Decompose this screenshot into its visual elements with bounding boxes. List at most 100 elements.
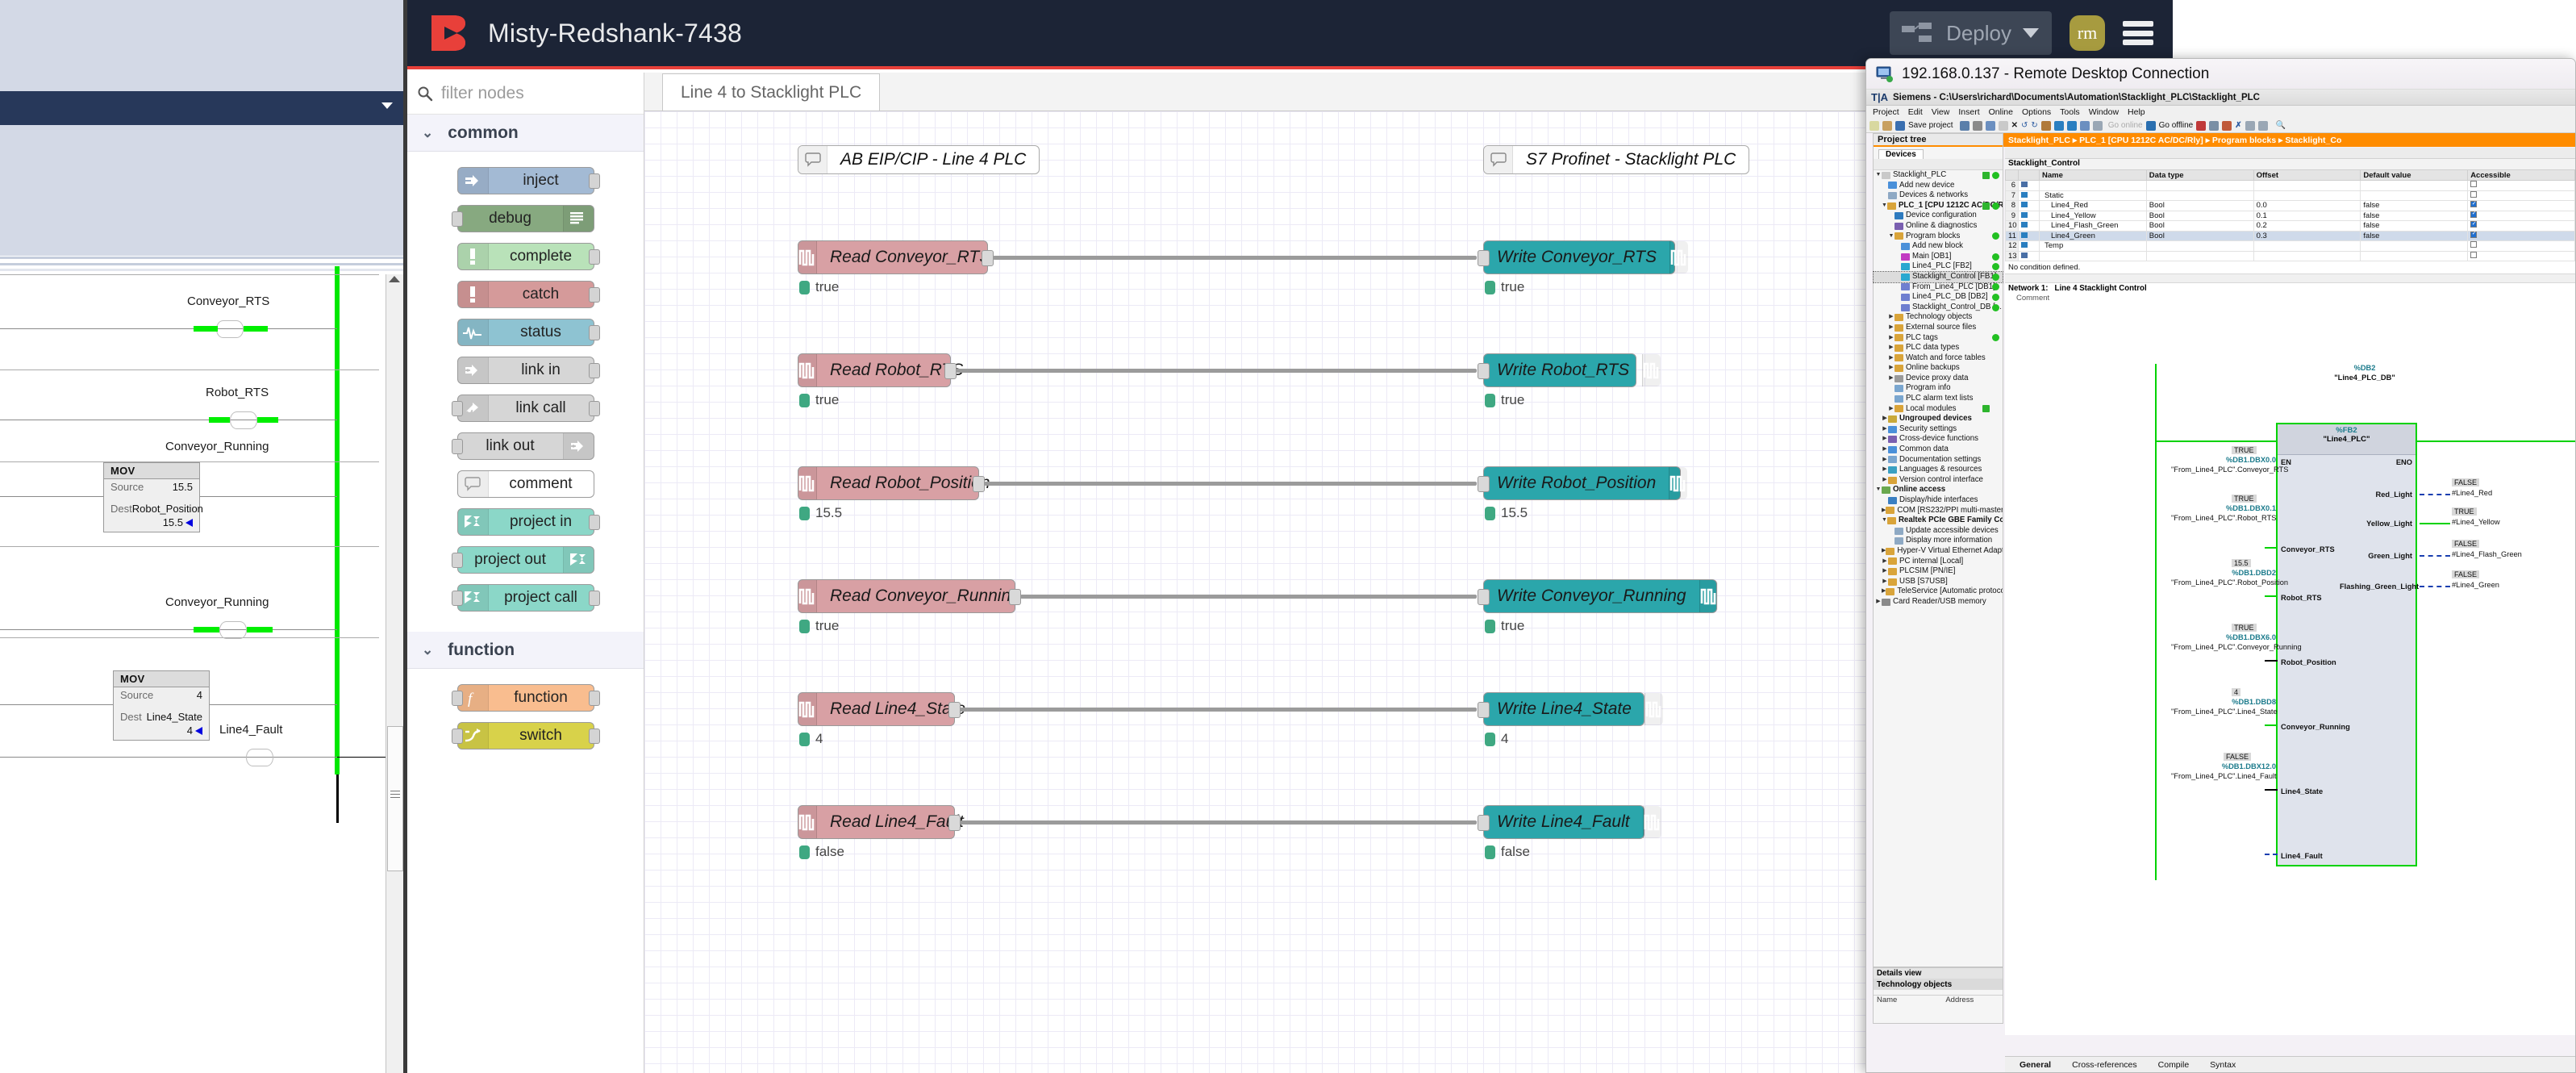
- node-input-port[interactable]: [451, 439, 463, 454]
- table-row[interactable]: 13: [2005, 250, 2575, 261]
- cell-name[interactable]: [2039, 250, 2147, 261]
- project-tree-tabs[interactable]: Devices: [1874, 147, 2003, 159]
- read-node[interactable]: Read Line4_Fault: [798, 805, 964, 839]
- cell-accessible[interactable]: [2467, 190, 2575, 201]
- write-node[interactable]: Write Line4_Fault: [1478, 805, 1661, 839]
- palette-node-switch[interactable]: switch: [451, 722, 600, 749]
- tree-expander-icon[interactable]: ▼: [1882, 517, 1887, 524]
- node-input-port[interactable]: [1478, 476, 1490, 492]
- node-input-port[interactable]: [451, 729, 463, 744]
- tree-expander-icon[interactable]: ▶: [1889, 374, 1894, 381]
- new-project-icon[interactable]: [1869, 120, 1879, 131]
- flow-link[interactable]: [993, 256, 1477, 260]
- cell-default[interactable]: [2360, 250, 2469, 261]
- diagnostics-icon[interactable]: [2196, 120, 2207, 131]
- palette-category-function[interactable]: ⌄function: [407, 632, 644, 669]
- write-node[interactable]: Write Robot_Position: [1478, 466, 1688, 500]
- tree-item[interactable]: ▶PLC tags: [1874, 333, 2003, 344]
- block-editor-toolbar[interactable]: [2005, 148, 2575, 159]
- node-input-port[interactable]: [1478, 815, 1490, 831]
- scroll-up-arrow-icon[interactable]: [389, 276, 400, 282]
- node-output-port[interactable]: [944, 363, 957, 379]
- cell-datatype[interactable]: [2145, 240, 2254, 252]
- menu-options[interactable]: Options: [2021, 107, 2052, 117]
- hamburger-menu-icon[interactable]: [2123, 21, 2153, 45]
- comment-node-left[interactable]: AB EIP/CIP - Line 4 PLC: [798, 145, 1040, 174]
- col-offset[interactable]: Offset: [2253, 169, 2361, 181]
- cell-accessible[interactable]: [2467, 250, 2575, 261]
- tree-item[interactable]: ▶Technology objects: [1874, 312, 2003, 323]
- tree-item[interactable]: Update accessible devices: [1874, 526, 2003, 536]
- tab-devices[interactable]: Devices: [1878, 149, 1924, 159]
- table-row[interactable]: 6: [2005, 180, 2575, 191]
- status-tab-general[interactable]: General: [2020, 1059, 2052, 1070]
- col-accessible[interactable]: Accessible: [2467, 169, 2575, 181]
- tree-item[interactable]: ▶PLC data types: [1874, 343, 2003, 353]
- tab-line4-to-stacklight-plc[interactable]: Line 4 to Stacklight PLC: [662, 73, 881, 111]
- read-node[interactable]: Read Line4_State: [798, 692, 965, 726]
- tree-expander-icon[interactable]: ▶: [1882, 476, 1887, 482]
- node-output-port[interactable]: [1009, 589, 1021, 605]
- tree-item[interactable]: Stacklight_Control_DB [...: [1874, 303, 2003, 313]
- redo-icon[interactable]: ↻: [2031, 121, 2038, 130]
- cell-default[interactable]: [2360, 190, 2469, 201]
- tree-item[interactable]: PLC alarm text lists: [1874, 394, 2003, 404]
- node-input-port[interactable]: [451, 691, 463, 706]
- tree-item[interactable]: From_Line4_PLC [DB1]: [1874, 282, 2003, 293]
- coil-icon[interactable]: [219, 621, 247, 639]
- palette-node-link-in[interactable]: link in: [456, 357, 600, 384]
- simulation-icon[interactable]: [2079, 120, 2090, 131]
- open-project-icon[interactable]: [1882, 120, 1892, 131]
- delete-icon[interactable]: ✕: [2011, 121, 2018, 130]
- start-rt-icon[interactable]: [2092, 120, 2103, 131]
- ladder-scrollbar[interactable]: [386, 274, 403, 1073]
- coil-icon[interactable]: [216, 320, 244, 338]
- node-input-port[interactable]: [451, 553, 463, 568]
- cell-accessible[interactable]: [2467, 220, 2575, 232]
- palette-node-project-in[interactable]: project in: [456, 508, 600, 536]
- tree-item[interactable]: Add new device: [1874, 181, 2003, 191]
- tree-expander-icon[interactable]: ▶: [1882, 507, 1886, 513]
- cell-name[interactable]: Static: [2039, 190, 2147, 201]
- node-output-port[interactable]: [588, 363, 600, 378]
- palette-node-status[interactable]: status: [456, 319, 600, 346]
- palette-node-catch[interactable]: catch: [456, 281, 600, 308]
- palette-category-common[interactable]: ⌄common: [407, 115, 644, 152]
- tree-item[interactable]: ▼Program blocks: [1874, 232, 2003, 242]
- tree-item[interactable]: Line4_PLC [FB2]: [1874, 261, 2003, 272]
- tree-item[interactable]: ▶PLCSIM [PN/IE]: [1874, 566, 2003, 577]
- undo-icon[interactable]: ↺: [2020, 121, 2028, 130]
- col-name[interactable]: Name: [2039, 169, 2147, 181]
- ladder-logic-canvas[interactable]: Conveyor_RTS Robot_RTS MOV Source 15.5 D…: [0, 266, 403, 1073]
- node-output-port[interactable]: [588, 515, 600, 530]
- tree-item[interactable]: ▼PLC_1 [CPU 1212C AC/DC/Rly]: [1874, 201, 2003, 211]
- tree-item[interactable]: ▶Version control interface: [1874, 475, 2003, 486]
- tree-expander-icon[interactable]: ▶: [1889, 365, 1894, 371]
- print-icon[interactable]: [1959, 120, 1970, 131]
- cell-default[interactable]: [2360, 180, 2469, 191]
- go-offline-label[interactable]: Go offline: [2158, 121, 2194, 130]
- tree-expander-icon[interactable]: ▶: [1882, 578, 1887, 584]
- tree-expander-icon[interactable]: ▶: [1882, 456, 1887, 462]
- node-output-port[interactable]: [588, 287, 600, 303]
- node-input-port[interactable]: [1478, 250, 1490, 266]
- layout2-icon[interactable]: [2222, 120, 2232, 131]
- mov-instruction-block[interactable]: MOV Source 4 Dest Line4_State 4: [113, 670, 210, 741]
- tree-item[interactable]: ▼Realtek PCIe GBE Family Con...: [1874, 516, 2003, 526]
- tree-item[interactable]: ▶External source files: [1874, 323, 2003, 333]
- node-output-port[interactable]: [588, 591, 600, 606]
- status-tab-compile[interactable]: Compile: [2157, 1059, 2190, 1070]
- tree-item[interactable]: Display more information: [1874, 536, 2003, 546]
- tree-item[interactable]: ▶PC internal [Local]: [1874, 557, 2003, 567]
- cell-accessible[interactable]: [2467, 200, 2575, 211]
- tree-item[interactable]: ▶Common data: [1874, 445, 2003, 455]
- tree-item[interactable]: ▼Online access: [1874, 485, 2003, 495]
- remote-desktop-window[interactable]: 192.168.0.137 - Remote Desktop Connectio…: [1865, 58, 2576, 1073]
- flow-link[interactable]: [956, 369, 1477, 373]
